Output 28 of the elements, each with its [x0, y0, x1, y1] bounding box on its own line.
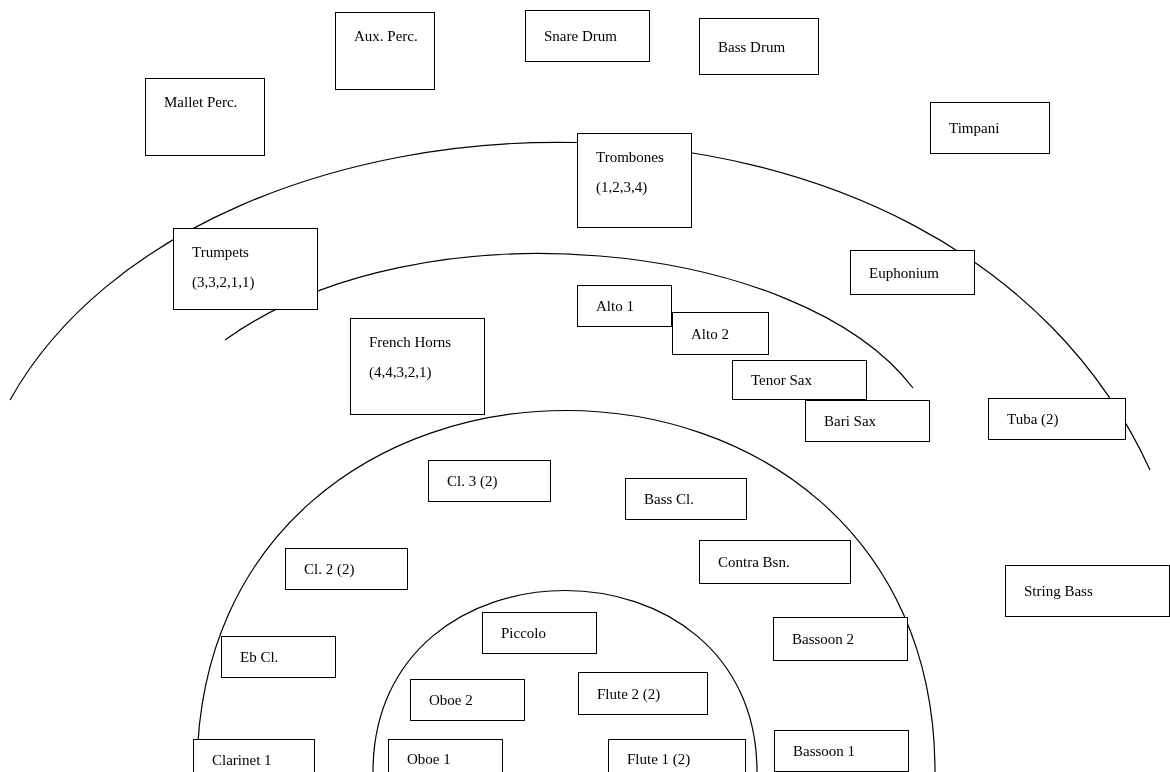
section-label: Alto 1	[577, 285, 672, 327]
section-label: Trumpets (3,3,2,1,1)	[173, 228, 318, 310]
section-label: Timpani	[930, 102, 1050, 154]
section-label: Tuba (2)	[988, 398, 1126, 440]
section-label: Cl. 3 (2)	[428, 460, 551, 502]
section-label: Bari Sax	[805, 400, 930, 442]
section-label: Bassoon 1	[774, 730, 909, 772]
section-label: Piccolo	[482, 612, 597, 654]
section-label: Flute 2 (2)	[578, 672, 708, 715]
section-label: Cl. 2 (2)	[285, 548, 408, 590]
section-label: Bass Drum	[699, 18, 819, 75]
section-label: French Horns (4,4,3,2,1)	[350, 318, 485, 415]
section-label: Oboe 1	[388, 739, 503, 772]
section-label: Alto 2	[672, 312, 769, 355]
section-label: Clarinet 1	[193, 739, 315, 772]
section-label: Eb Cl.	[221, 636, 336, 678]
section-label: Snare Drum	[525, 10, 650, 62]
section-label: Bass Cl.	[625, 478, 747, 520]
section-label: Tenor Sax	[732, 360, 867, 400]
section-label: Euphonium	[850, 250, 975, 295]
section-label: Oboe 2	[410, 679, 525, 721]
section-label: Aux. Perc.	[335, 12, 435, 90]
section-label: Mallet Perc.	[145, 78, 265, 156]
section-label: Contra Bsn.	[699, 540, 851, 584]
section-label: Bassoon 2	[773, 617, 908, 661]
section-label: Trombones (1,2,3,4)	[577, 133, 692, 228]
section-label: Flute 1 (2)	[608, 739, 746, 772]
section-label: String Bass	[1005, 565, 1170, 617]
